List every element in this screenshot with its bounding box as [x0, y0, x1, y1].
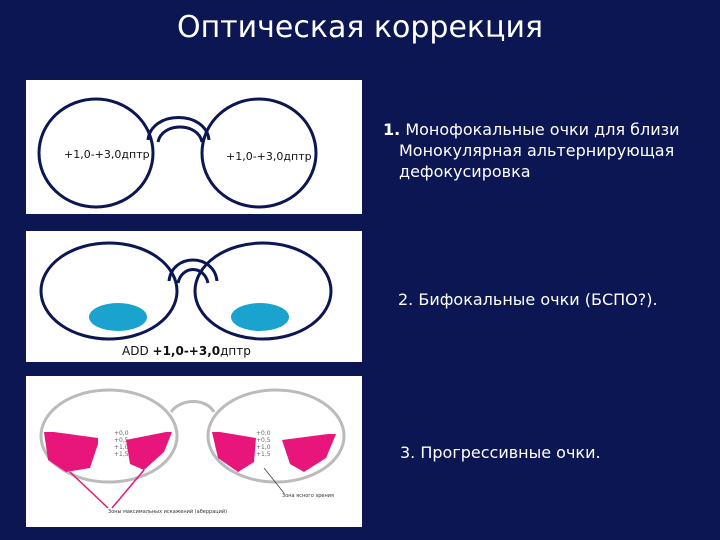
add-value: +1,0-+3,0 [152, 344, 221, 358]
progressive-glasses-panel: +0,0 +0,5 +1,0 +1,5 +0,0 +0,5 +1,0 +1,5 … [26, 376, 362, 527]
item1-line2: Монокулярная альтернирующая [399, 141, 675, 160]
left-inner-aberration-zone [126, 432, 172, 470]
clear-zone-label: Зона ясного зрения [282, 493, 334, 499]
power-value: +1,0 [114, 444, 129, 451]
aberration-pointer-1 [69, 471, 109, 509]
bridge-outer [167, 258, 219, 282]
right-lens [200, 97, 318, 209]
add-power-label: ADD +1,0-+3,0дптр [122, 344, 251, 358]
left-outer-aberration-zone [44, 432, 98, 472]
left-bifocal-segment [89, 303, 147, 331]
item1-number: 1. [383, 120, 401, 139]
power-value: +0,5 [256, 437, 271, 444]
item1-line1: Монофокальные очки для близи [405, 120, 680, 139]
item-monofocal: 1. Монофокальные очки для близи Монокуля… [383, 119, 680, 182]
right-outer-aberration-zone [282, 434, 336, 472]
progressive-glasses-drawing [39, 388, 346, 509]
bridge-outer [146, 116, 211, 141]
power-value: +0,5 [114, 437, 129, 444]
bridge [169, 400, 216, 413]
aberration-zone-label: Зоны максимальных искажений (аберраций) [108, 509, 228, 515]
add-prefix: ADD [122, 344, 153, 358]
right-lens [206, 388, 346, 484]
left-lens-power-label: +1,0-+3,0дптр [64, 148, 150, 161]
bridge-inner [156, 125, 204, 143]
power-value: +1,5 [114, 451, 129, 458]
monofocal-glasses-panel: +1,0-+3,0дптр +1,0-+3,0дптр [26, 80, 362, 214]
left-lens [37, 97, 155, 209]
power-value: +1,0 [256, 444, 271, 451]
power-value: +0,0 [114, 430, 129, 437]
right-lens [193, 241, 333, 341]
clear-zone-pointer [263, 467, 285, 494]
left-power-ladder: +0,0 +0,5 +1,0 +1,5 [114, 430, 129, 458]
right-inner-aberration-zone [212, 432, 256, 472]
add-unit: дптр [220, 344, 251, 358]
item-bifocal: 2. Бифокальные очки (БСПО?). [398, 290, 658, 309]
right-lens-power-label: +1,0-+3,0дптр [226, 150, 312, 163]
bifocal-glasses-panel: ADD +1,0-+3,0дптр [26, 231, 362, 362]
item1-line3: дефокусировка [399, 162, 531, 181]
power-value: +1,5 [256, 451, 271, 458]
power-value: +0,0 [256, 430, 271, 437]
left-lens [39, 388, 179, 484]
right-power-ladder: +0,0 +0,5 +1,0 +1,5 [256, 430, 271, 458]
item-progressive: 3. Прогрессивные очки. [400, 443, 601, 462]
monofocal-glasses-drawing [37, 97, 318, 209]
bridge-inner [176, 268, 210, 284]
slide-title: Оптическая коррекция [176, 10, 544, 45]
left-lens [39, 241, 179, 341]
aberration-pointer-2 [111, 469, 145, 509]
bifocal-glasses-drawing [39, 241, 333, 341]
right-bifocal-segment [231, 303, 289, 331]
